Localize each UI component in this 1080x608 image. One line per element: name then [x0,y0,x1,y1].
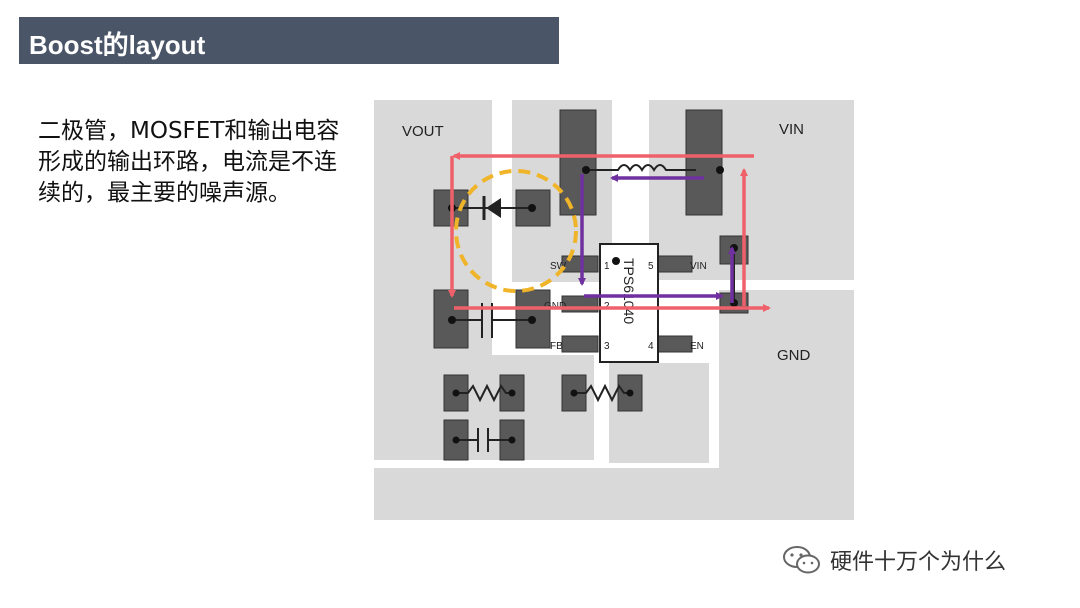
ic-tps61040: SW GND FB VIN EN 1 2 3 4 5 TPS61040 [544,243,707,363]
pin-number-4: 4 [648,341,654,352]
watermark: 硬件十万个为什么 [782,544,1006,576]
inductor-component [559,109,724,216]
label-gnd: GND [777,347,811,364]
pin-number-1: 1 [604,261,610,272]
pin-label-sw: SW [550,261,567,272]
purple-current-loop [578,174,736,303]
pcb-layout-diagram: SW GND FB VIN EN 1 2 3 4 5 TPS61040 VOU [374,100,854,520]
resistor-2 [561,374,643,412]
ic-pad-fb [561,335,599,353]
vout-lower-copper [374,355,594,460]
capacitor-small [443,419,525,461]
output-capacitor [433,289,551,349]
diode-symbol [486,198,501,218]
gnd-bottom-copper [374,468,854,520]
inductor-pad-right [685,109,723,216]
inductor-node-left [582,166,590,174]
inductor-node-right [716,166,724,174]
vout-copper [374,100,492,355]
ic-pad-vin [655,255,693,273]
inductor-pad-left [559,109,597,216]
pin-label-fb: FB [550,341,563,352]
pin-number-5: 5 [648,261,654,272]
pin-label-en: EN [690,341,704,352]
vin-copper [649,100,854,280]
ic-part-number: TPS61040 [621,258,637,324]
noise-source-highlight [454,169,578,293]
ic-pad-en [655,335,693,353]
label-vout: VOUT [402,123,444,140]
slide-body-text: 二极管，MOSFET和输出电容形成的输出环路，电流是不连续的，最主要的噪声源。 [38,118,340,206]
pin-label-vin: VIN [690,261,707,272]
copper-planes [374,100,854,520]
slide-title: Boost的layout [29,30,206,60]
red-current-loop [448,152,771,312]
ic-pad-sw [561,255,599,273]
pin-number-3: 3 [604,341,610,352]
watermark-text: 硬件十万个为什么 [830,550,1007,575]
ic-pin1-dot [612,257,620,265]
inductor-coil [586,164,696,172]
label-vin: VIN [779,121,804,138]
ic-body [599,243,659,363]
resistor-1 [443,374,525,412]
wechat-icon [783,546,820,574]
title-bar: Boost的layout [19,17,559,64]
